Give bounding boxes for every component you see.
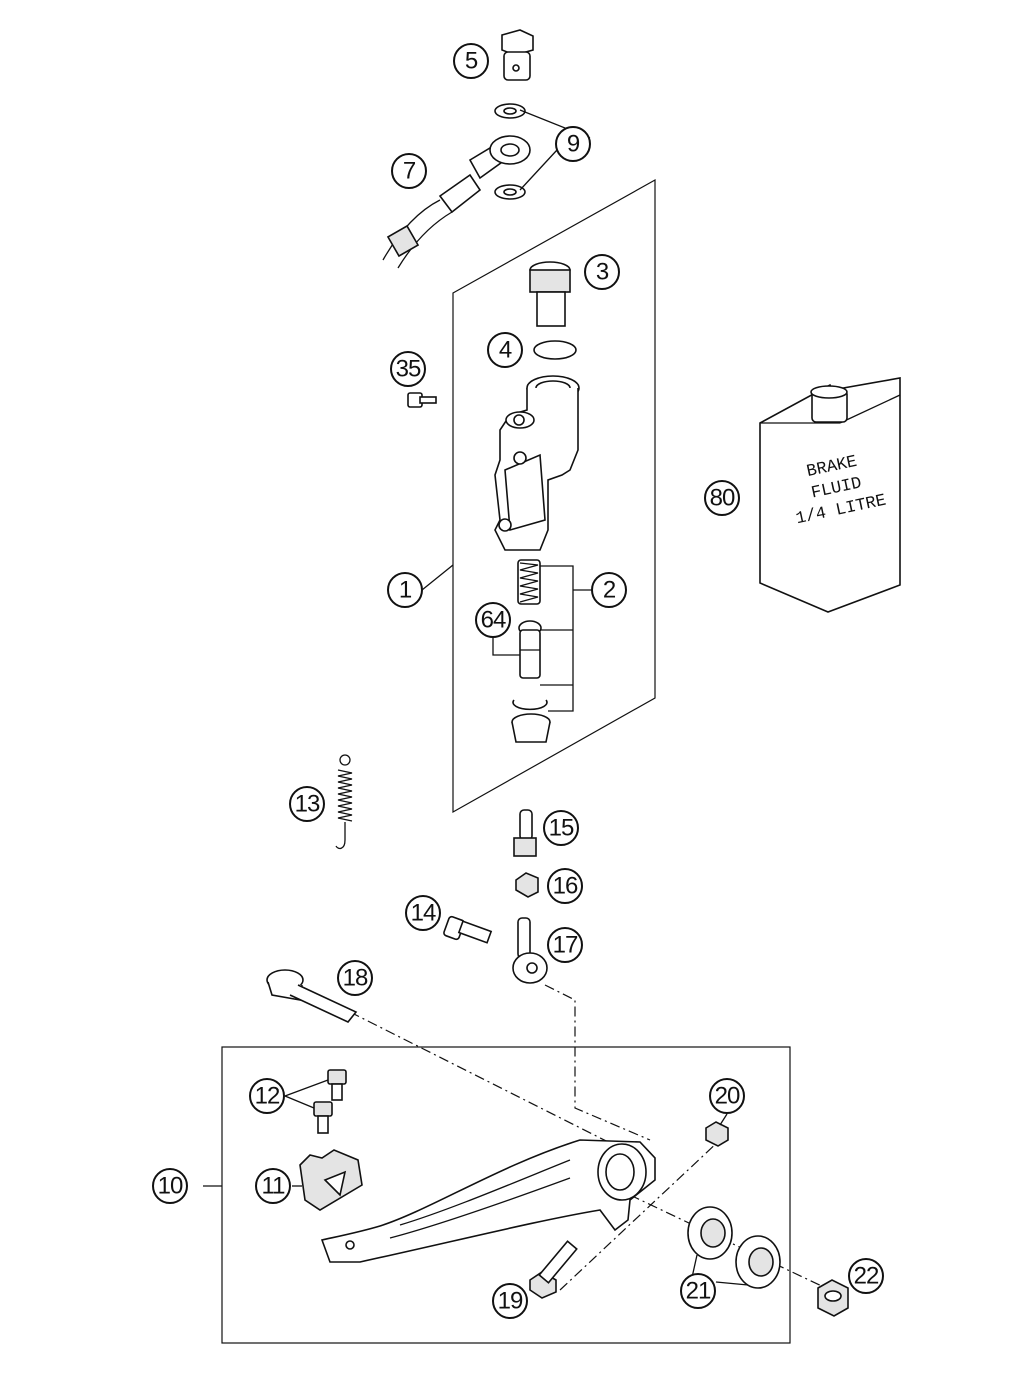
callout-18: 18	[337, 960, 373, 996]
callout-22: 22	[848, 1258, 884, 1294]
piston-kit	[511, 559, 551, 743]
pin-bolt	[443, 915, 493, 944]
svg-text:80: 80	[710, 485, 735, 512]
callout-12: 12	[249, 1078, 285, 1114]
step-screws	[313, 1069, 347, 1134]
callout-13: 13	[289, 786, 325, 822]
pedal-step	[299, 1149, 363, 1211]
callout-10: 10	[152, 1168, 188, 1204]
callout-4: 4	[487, 332, 523, 368]
callout-19: 19	[492, 1283, 528, 1319]
svg-text:15: 15	[549, 815, 574, 842]
callout-1: 1	[387, 572, 423, 608]
reservoir-cap	[529, 261, 571, 327]
svg-text:18: 18	[343, 965, 368, 992]
callout-35: 35	[390, 351, 426, 387]
callout-64: 64	[475, 602, 511, 638]
brake-fluid-can: BRAKE FLUID 1/4 LITRE	[759, 377, 901, 613]
master-cylinder-body	[494, 375, 580, 551]
callout-17: 17	[547, 927, 583, 963]
callout-7: 7	[391, 153, 427, 189]
svg-text:12: 12	[255, 1083, 280, 1110]
clevis	[512, 917, 548, 984]
svg-text:21: 21	[686, 1278, 711, 1305]
svg-text:2: 2	[603, 577, 616, 604]
push-rod	[513, 809, 537, 857]
svg-text:3: 3	[596, 259, 609, 286]
master-cylinder-group-frame	[452, 178, 656, 814]
assembly-lines	[349, 984, 831, 1291]
sealing-washers	[494, 103, 526, 200]
return-spring	[335, 754, 353, 850]
callout-16: 16	[547, 868, 583, 904]
piston-kit-bracket	[540, 565, 592, 712]
callout-9: 9	[555, 126, 591, 162]
svg-text:20: 20	[715, 1083, 740, 1110]
callout-14: 14	[405, 895, 441, 931]
pedal-bearings	[687, 1206, 781, 1289]
svg-text:14: 14	[411, 900, 436, 927]
pivot-bolt	[266, 969, 358, 1023]
svg-text:10: 10	[158, 1173, 183, 1200]
svg-text:17: 17	[553, 932, 578, 959]
brake-line	[382, 135, 531, 269]
o-ring	[533, 340, 577, 360]
svg-text:19: 19	[498, 1288, 523, 1315]
callout-leaders	[203, 109, 749, 1286]
callout-20: 20	[709, 1078, 745, 1114]
callout-21: 21	[680, 1273, 716, 1309]
svg-text:35: 35	[396, 356, 421, 383]
svg-text:1: 1	[399, 577, 412, 604]
svg-text:22: 22	[854, 1263, 879, 1290]
brake-pedal-group-frame	[221, 1046, 791, 1344]
callout-80: 80	[704, 480, 740, 516]
banjo-bolt	[501, 29, 534, 81]
svg-text:11: 11	[262, 1173, 286, 1200]
svg-text:4: 4	[499, 337, 512, 364]
pivot-nut	[705, 1121, 729, 1147]
callout-2: 2	[591, 572, 627, 608]
svg-text:7: 7	[403, 158, 416, 185]
lock-nut	[515, 872, 539, 898]
callout-5: 5	[453, 43, 489, 79]
svg-text:64: 64	[481, 607, 506, 634]
pedal-bolt	[529, 1240, 578, 1299]
callout-15: 15	[543, 810, 579, 846]
svg-text:9: 9	[567, 131, 580, 158]
svg-text:5: 5	[465, 48, 478, 75]
brake-pedal	[320, 1139, 656, 1263]
callout-3: 3	[584, 254, 620, 290]
svg-text:13: 13	[295, 791, 320, 818]
mounting-screw	[407, 392, 437, 408]
outer-nut	[817, 1279, 849, 1317]
svg-text:16: 16	[553, 873, 578, 900]
callout-11: 11	[255, 1168, 291, 1204]
